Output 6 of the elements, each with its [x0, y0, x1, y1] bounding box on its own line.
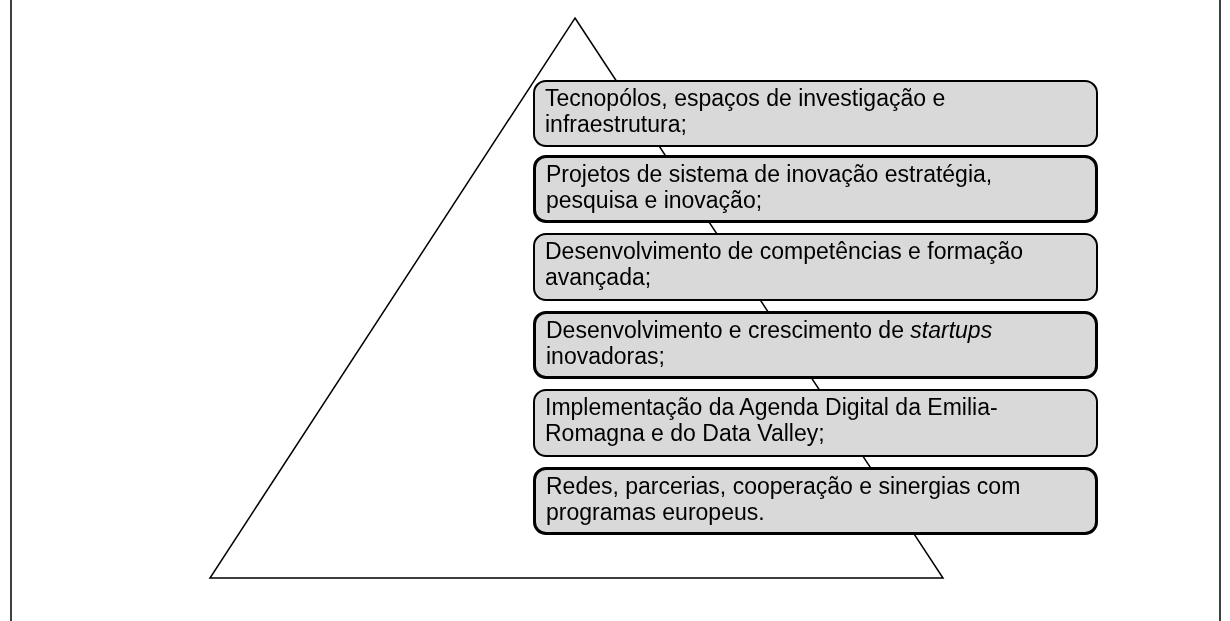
text-box: Desenvolvimento e crescimento de startups inovadoras;	[533, 311, 1098, 379]
text-box: Desenvolvimento de competências e formação avançada;	[533, 233, 1098, 301]
text-box: Redes, parcerias, cooperação e sinergias com programas europeus.	[533, 467, 1098, 535]
text-box: Projetos de sistema de inovação estratégia, pesquisa e inovação;	[533, 155, 1098, 223]
text-box: Tecnopólos, espaços de investigação e infraestrutura;	[533, 80, 1098, 147]
text-box: Implementação da Agenda Digital da Emilia-Romagna e do Data Valley;	[533, 389, 1098, 457]
